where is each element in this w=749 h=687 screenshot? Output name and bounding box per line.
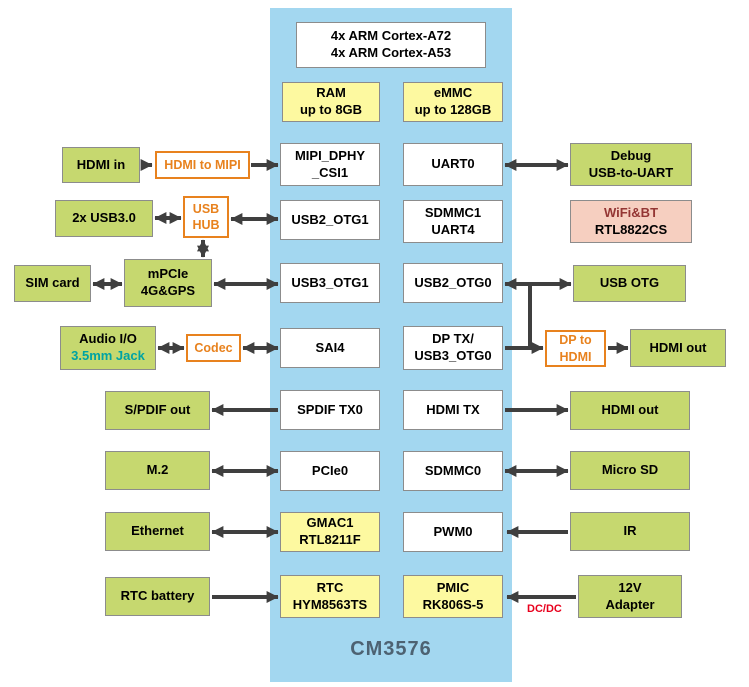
usb3-ports-box: 2x USB3.0 bbox=[55, 200, 153, 237]
dp-to-hdmi-bridge: DP to HDMI bbox=[545, 330, 606, 367]
port-pcie0: PCIe0 bbox=[280, 451, 380, 491]
ethernet-box: Ethernet bbox=[105, 512, 210, 551]
hdmi-to-mipi-bridge: HDMI to MIPI bbox=[155, 151, 250, 179]
port-usb2-otg1: USB2_OTG1 bbox=[280, 200, 380, 240]
ir-box: IR bbox=[570, 512, 690, 551]
port-uart0: UART0 bbox=[403, 143, 503, 186]
wifi-bt-box: WiFi&BT RTL8822CS bbox=[570, 200, 692, 243]
m2-box: M.2 bbox=[105, 451, 210, 490]
port-gmac1: GMAC1 RTL8211F bbox=[280, 512, 380, 552]
hdmi-out-dp-box: HDMI out bbox=[630, 329, 726, 367]
port-pwm0: PWM0 bbox=[403, 512, 503, 552]
spdif-out-box: S/PDIF out bbox=[105, 391, 210, 430]
adapter-box: 12V Adapter bbox=[578, 575, 682, 618]
port-pmic: PMIC RK806S-5 bbox=[403, 575, 503, 618]
port-usb2-otg0: USB2_OTG0 bbox=[403, 263, 503, 303]
debug-uart-box: Debug USB-to-UART bbox=[570, 143, 692, 186]
micro-sd-box: Micro SD bbox=[570, 451, 690, 490]
ram-block: RAM up to 8GB bbox=[282, 82, 380, 122]
hdmi-in-box: HDMI in bbox=[62, 147, 140, 183]
sim-card-box: SIM card bbox=[14, 265, 91, 302]
audio-io-box: Audio I/O 3.5mm Jack bbox=[60, 326, 156, 370]
dcdc-label: DC/DC bbox=[527, 603, 562, 615]
hdmi-out-box: HDMI out bbox=[570, 391, 690, 430]
cpu-block: 4x ARM Cortex-A72 4x ARM Cortex-A53 bbox=[296, 22, 486, 68]
rtc-battery-box: RTC battery bbox=[105, 577, 210, 616]
port-sdmmc1-uart4: SDMMC1 UART4 bbox=[403, 200, 503, 243]
port-rtc: RTC HYM8563TS bbox=[280, 575, 380, 618]
soc-name: CM3576 bbox=[350, 638, 432, 660]
port-sdmmc0: SDMMC0 bbox=[403, 451, 503, 491]
usb-otg-box: USB OTG bbox=[573, 265, 686, 302]
codec-box: Codec bbox=[186, 334, 241, 362]
port-sai4: SAI4 bbox=[280, 328, 380, 368]
port-dptx-usb3-otg0: DP TX/ USB3_OTG0 bbox=[403, 326, 503, 370]
wifi-bt-label: WiFi&BT bbox=[603, 204, 659, 220]
audio-io-label: Audio I/O bbox=[79, 331, 137, 347]
port-spdif-tx0: SPDIF TX0 bbox=[280, 390, 380, 430]
mpcie-box: mPCIe 4G&GPS bbox=[124, 259, 212, 307]
port-usb3-otg1: USB3_OTG1 bbox=[280, 263, 380, 303]
emmc-block: eMMC up to 128GB bbox=[403, 82, 503, 122]
port-hdmi-tx: HDMI TX bbox=[403, 390, 503, 430]
port-mipi-dphy-csi1: MIPI_DPHY _CSI1 bbox=[280, 143, 380, 186]
audio-jack-label: 3.5mm Jack bbox=[71, 348, 145, 363]
usb-hub-box: USB HUB bbox=[183, 196, 229, 238]
wifi-chip-label: RTL8822CS bbox=[594, 221, 668, 237]
